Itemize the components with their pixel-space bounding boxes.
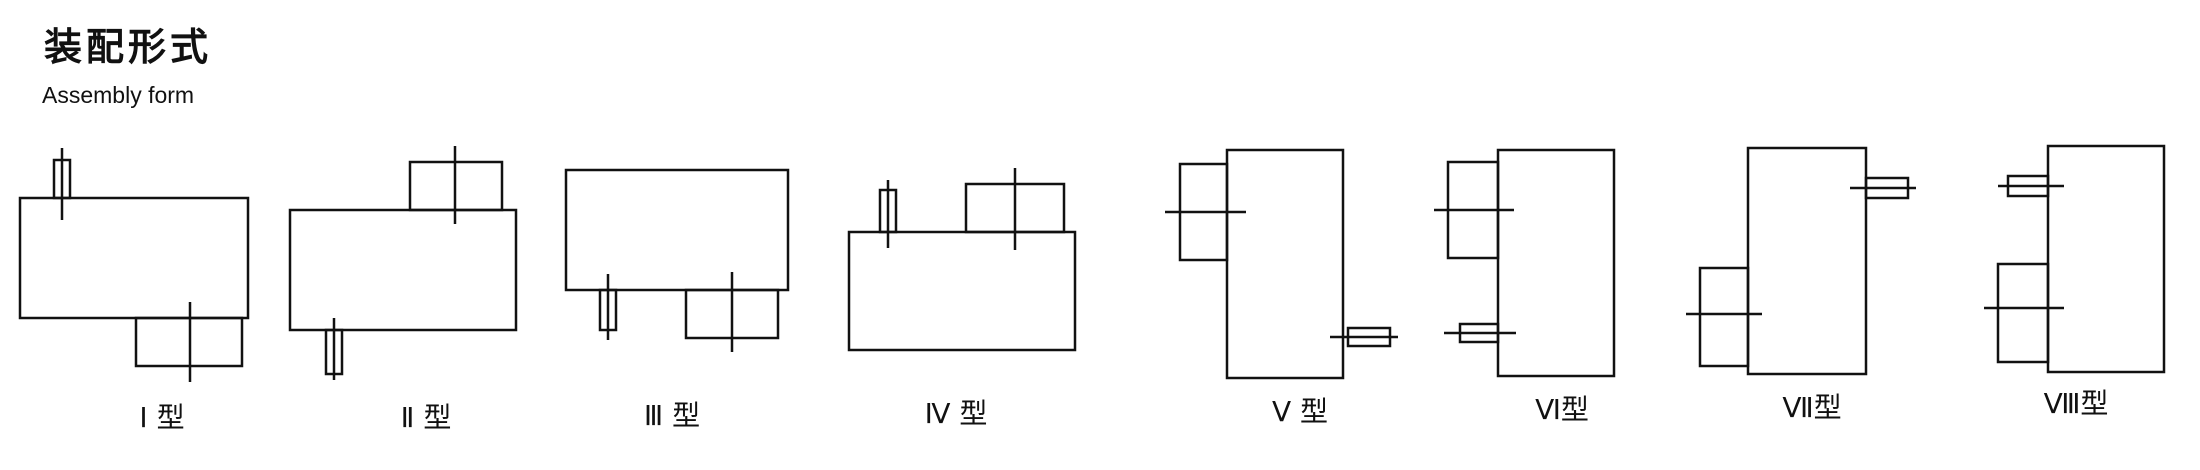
type-5-label: Ⅴ 型 [1271, 395, 1329, 428]
type-3-housing [564, 168, 790, 292]
type-7-label: Ⅶ型 [1782, 391, 1842, 424]
type-7-output-flange [1698, 266, 1750, 368]
type-5-housing [1225, 148, 1345, 380]
type-2-housing [288, 208, 518, 332]
type-8-output-flange [1996, 262, 2050, 364]
type-1-housing [18, 196, 250, 320]
section-title: 装配形式 [44, 25, 213, 69]
type-3-drawing [564, 168, 790, 352]
type-1-label: Ⅰ 型 [139, 401, 185, 434]
type-2-drawing [288, 146, 518, 380]
type-7-housing [1746, 146, 1868, 376]
type-2-label: Ⅱ 型 [400, 401, 452, 434]
type-6-drawing [1434, 148, 1616, 378]
type-4-drawing [847, 168, 1077, 352]
section-subtitle: Assembly form [42, 82, 195, 108]
type-6-label: Ⅵ型 [1535, 393, 1589, 426]
type-4-housing [847, 230, 1077, 352]
type-6-housing [1496, 148, 1616, 378]
type-4-label: Ⅳ 型 [924, 397, 988, 430]
type-7-drawing [1686, 146, 1916, 376]
type-8-housing [2046, 144, 2166, 374]
type-8-drawing [1984, 144, 2166, 374]
type-5-drawing [1165, 148, 1398, 380]
type-1-drawing [18, 148, 250, 382]
type-8-label: Ⅷ型 [2043, 387, 2109, 420]
type-3-label: Ⅲ 型 [643, 399, 701, 432]
